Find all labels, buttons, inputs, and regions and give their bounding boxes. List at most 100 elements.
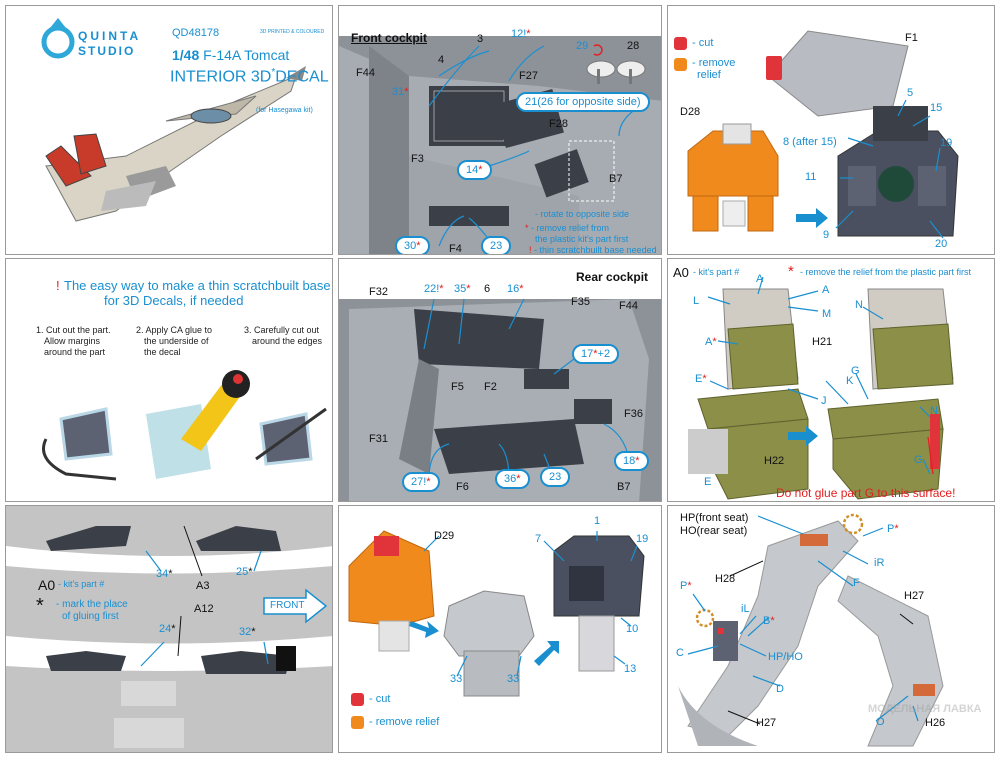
label-35: 35* [454,283,471,295]
label-b7: B7 [609,173,623,185]
label-f36: F36 [624,408,643,420]
header-panel: QUINTA STUDIO QD48178 3D PRINTED & COLOU… [5,5,333,255]
label-27-pill: 27!* [402,472,440,492]
seat-label-m: M [822,308,832,320]
legend-rotate: - rotate to opposite side [535,209,630,219]
relief-swatch [674,58,687,71]
label-17-pill: 17*+2 [572,344,620,364]
label-b7-rear: B7 [617,481,631,493]
pedestal-label-1: 1 [594,515,601,527]
thin-base-panel: ! The easy way to make a thin scratchbui… [5,258,333,502]
label-d28: D28 [680,106,701,118]
label-23-rear-pill: 23 [540,467,571,487]
canopy-label-34: 34* [156,568,173,580]
step2-line3: the decal [144,347,181,357]
tip-title-line1: The easy way to make a thin scratchbuilt… [64,278,331,293]
step3-line1: 3. Carefully cut out [244,325,320,335]
seat-label-h22: H22 [764,455,785,467]
model-name: F-14A Tomcat [203,47,290,63]
label-hp-front: HP(front seat) [680,512,749,524]
canopy-label-a12: A12 [194,603,214,615]
label-p2: P* [680,580,692,592]
tip-exclamation: ! [56,278,60,293]
label-36-pill: 36* [495,469,530,489]
label-30-pill: 30* [395,236,430,254]
pedestal-legend-cut: - cut [369,693,391,705]
arrow-icon [796,208,828,228]
part-d29 [348,530,435,652]
a0-note: - kit's part # [693,267,740,277]
label-f1: F1 [905,32,918,44]
label-5: 5 [907,87,914,99]
label-h27b: H27 [756,717,777,729]
arrow-icon [534,641,559,666]
star-marker: * [788,263,794,280]
label-h26: H26 [925,717,946,729]
label-6: 6 [484,283,491,295]
seat-label-n2: N [930,405,938,417]
label-hp-ho: HP/HO [768,651,803,663]
pedestal-label-10: 10 [626,623,639,635]
legend-star: * - remove relief from [525,223,610,233]
scale-label: 1/48 [172,47,200,63]
seat-label-a1: A [756,273,764,285]
rotate-icon [593,44,603,56]
cut-swatch [674,37,687,50]
model-title: 1/48 F-14A Tomcat [172,48,289,62]
seats-graphics [688,276,954,500]
label-f6: F6 [456,481,469,493]
legend-star-line2: the plastic kit's part first [535,234,629,244]
pedestal-label-33b: 33 [507,673,520,685]
canopy-frame-graphics [6,506,332,752]
product-suffix: DECAL [275,68,329,86]
label-c: C [676,647,684,659]
label-f27: F27 [519,70,538,82]
step2-line1: 2. Apply CA glue to [136,325,213,335]
front-cockpit-panel: Front cockpit F44 31* 3 4 12!* F27 29 28… [338,5,662,255]
seat-label-e2: E [704,476,712,488]
product-star: * [271,67,276,78]
seat-frame [678,520,944,747]
label-f32: F32 [369,286,388,298]
relief-panel: - cut - remove relief F1 D28 5 15 8 (aft… [667,5,995,255]
label-8-after-15: 8 (after 15) [783,136,837,148]
part-d28 [687,123,779,232]
cut-decal-illustration [42,407,117,481]
label-ho-rear: HO(rear seat) [680,525,748,537]
pedestal-label-7: 7 [535,533,542,545]
label-f: F [853,577,860,589]
seat-label-k: K [846,375,854,387]
label-p1: P* [887,523,899,535]
canopy-a0-note: - kit's part # [58,579,105,589]
canopy-label-25: 25* [236,566,253,578]
rear-cockpit-title: Rear cockpit [576,270,649,284]
pedestal-panel-decal [553,535,645,672]
label-14-pill: 14* [457,160,492,180]
seat-label-l: L [693,295,700,307]
step1-line3: around the part [44,347,106,357]
label-d: D [776,683,784,695]
label-4: 4 [438,54,445,66]
product-title: INTERIOR 3D*DECAL [170,68,329,85]
step2-line2: the underside of [144,336,209,346]
canopy-label-32: 32* [239,626,256,638]
watermark: МОДЕЛЬНАЯ ЛАВКА [868,703,982,715]
pedestal-part [443,590,535,697]
warning-text: Do not glue part G to this surface! [776,486,956,500]
mark-note-line2: of gluing first [62,611,119,622]
quinta-logo-icon [41,18,75,59]
instrument-panel [837,106,959,237]
label-f5: F5 [451,381,464,393]
label-28: 28 [627,40,640,52]
label-21-pill: 21(26 for opposite side) [516,92,650,112]
seat-label-g2: G [914,454,923,466]
label-18-pill: 18* [614,451,649,471]
label-16: 16* [507,283,524,295]
label-o: O [876,716,885,728]
label-31: 31* [392,86,409,98]
pedestal-panel: D29 1 7 19 33 33 10 13 - cut - remove re… [338,505,662,753]
label-19: 19 [940,137,953,149]
mark-note-line1: - mark the place [56,599,128,610]
front-cockpit-title: Front cockpit [351,31,428,45]
pedestal-label-33a: 33 [450,673,463,685]
